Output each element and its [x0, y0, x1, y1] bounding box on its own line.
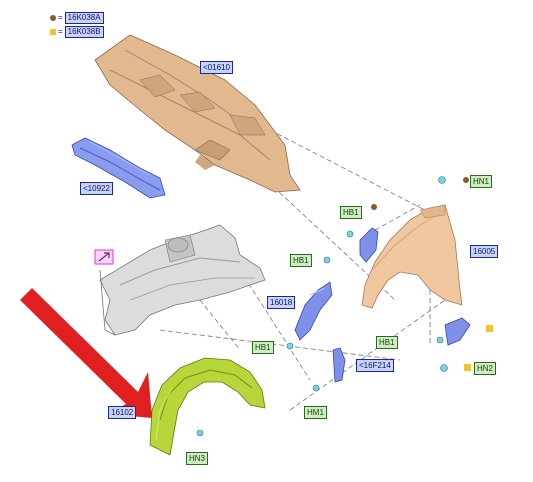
fasteners: [196, 176, 448, 437]
label-hn1: HN1: [470, 175, 493, 188]
front-frame-part: [99, 224, 266, 336]
label-fender-bracket: 16018: [267, 296, 296, 309]
label-hm1: HM1: [304, 406, 327, 419]
wheel-liner-part: [149, 357, 266, 456]
view-callout-icon: [94, 249, 114, 265]
side-member-part: [71, 137, 166, 199]
label-hn2: HN2: [474, 362, 497, 375]
upper-bracket-part: [359, 227, 379, 263]
fastener-markers: [371, 177, 493, 371]
label-shield-bracket: <16F214: [356, 359, 394, 372]
brown-dot-icon: [50, 14, 56, 21]
legend-row-a: = 16K038A: [50, 11, 104, 24]
label-hn3: HN3: [186, 452, 209, 465]
fender-part: [361, 204, 463, 309]
lower-bracket-part: [444, 317, 471, 346]
label-wheel-liner: 16102: [108, 406, 137, 419]
legend-symbol: =: [58, 13, 63, 22]
shield-bracket-part: [332, 347, 346, 383]
legend-code: 16K038B: [64, 25, 104, 38]
fender-bracket-part: [294, 281, 333, 341]
yellow-square-icon: [50, 28, 56, 35]
legend-row-b: = 16K038B: [50, 25, 104, 38]
label-fender: 16005: [470, 245, 499, 258]
legend-code: 16K038A: [64, 11, 104, 24]
label-hb1-right: HB1: [376, 336, 398, 349]
highlight-arrow-icon: [20, 288, 152, 418]
legend-symbol: =: [58, 27, 63, 36]
label-hb1-mid: HB1: [290, 254, 312, 267]
label-dash-panel: <01610: [200, 61, 233, 74]
label-hb1-top: HB1: [340, 206, 362, 219]
label-hb1-left: HB1: [252, 341, 274, 354]
label-side-member: <10922: [80, 182, 113, 195]
